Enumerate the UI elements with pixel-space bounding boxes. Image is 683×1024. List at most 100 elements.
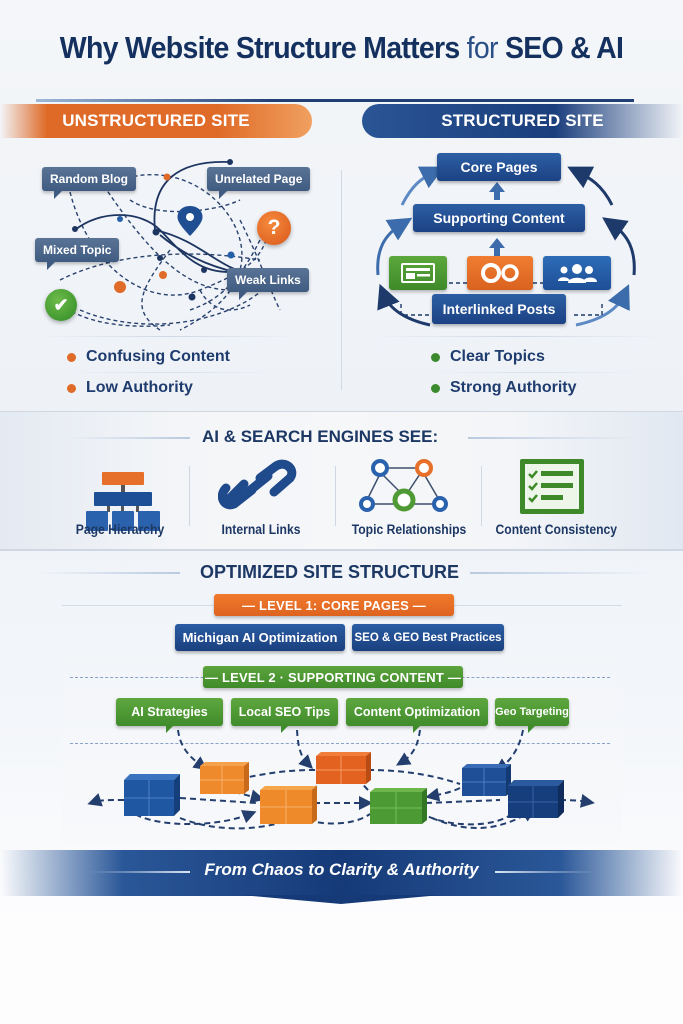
title-main: Why Website Structure Matters	[59, 30, 460, 65]
feature-label-content-consistency: Content Consistency	[495, 522, 618, 537]
core-page-michigan-ai-optimization: Michigan AI Optimization	[175, 624, 345, 651]
title-rule-left	[65, 437, 190, 439]
title-rule-right	[468, 437, 638, 439]
bullet-item: Clear Topics	[431, 342, 641, 372]
dashed-link	[425, 799, 501, 804]
unstructured-bullets: Confusing Content Low Authority	[67, 342, 277, 403]
ai-section-title: AI & SEARCH ENGINES SEE:	[202, 427, 439, 446]
title-topic: SEO & AI	[504, 30, 624, 65]
feature-divider	[335, 466, 336, 526]
check-icon: ✔	[45, 289, 77, 321]
tile-chat	[467, 256, 533, 290]
dashed-link	[179, 797, 257, 804]
bullet-item: Low Authority	[67, 373, 277, 403]
node-dot	[152, 228, 160, 236]
cycle-arrow	[376, 217, 413, 276]
feature-label-internal-links: Internal Links	[221, 522, 301, 537]
cycle-arrow	[575, 284, 630, 327]
dashed-link	[141, 249, 171, 331]
level-2-badge: — LEVEL 2 · SUPPORTING CONTENT —	[203, 666, 463, 688]
node-dot	[163, 173, 171, 181]
core-page-seo-geo-best-practices: SEO & GEO Best Practices	[352, 624, 504, 651]
node-dot	[227, 251, 235, 259]
dashed-link	[400, 304, 432, 316]
page-title: Why Website Structure Matters for SEO & …	[27, 30, 655, 66]
structured-cycle-arrows	[376, 166, 636, 327]
solid-link	[153, 161, 231, 231]
dashed-link	[129, 199, 241, 213]
cube-blue-upper-right	[462, 764, 511, 796]
dashed-link	[127, 807, 257, 826]
bullet-text: Clear Topics	[450, 348, 545, 365]
node-dot	[72, 226, 78, 232]
dashed-link	[87, 793, 125, 807]
supporting-content-box: Supporting Content	[413, 204, 585, 232]
cycle-arrow	[567, 166, 614, 206]
bullet-dot	[431, 383, 440, 393]
title-rule-left	[40, 572, 180, 574]
chat-bubbles-icon	[481, 263, 519, 283]
dashed-link	[494, 729, 524, 772]
tangled-links-diagram	[54, 159, 281, 331]
divider	[431, 372, 641, 373]
dashed-link	[574, 304, 603, 316]
core-pages-box: Core Pages	[437, 153, 561, 181]
dashed-link	[189, 239, 261, 311]
content-cube-network	[87, 729, 595, 830]
conclusion-banner	[0, 850, 683, 896]
up-arrow	[489, 238, 505, 256]
question-icon: ?	[257, 211, 291, 245]
level-1-badge: — LEVEL 1: CORE PAGES —	[214, 594, 454, 616]
tag-mixed-topic: Mixed Topic	[35, 238, 120, 270]
feature-divider	[481, 466, 482, 526]
bullet-text: Confusing Content	[86, 348, 230, 365]
tag-unrelated-page: Unrelated Page	[207, 167, 311, 199]
tile-users	[543, 256, 611, 290]
panel-divider	[341, 170, 342, 390]
node-dot	[117, 216, 123, 222]
map-pin-icon	[177, 206, 203, 236]
dashed-link	[59, 253, 261, 281]
title-for: for	[466, 30, 499, 65]
node-dot	[157, 255, 163, 261]
feature-divider	[189, 466, 190, 526]
unstructured-site-header: UNSTRUCTURED SITE	[0, 104, 312, 138]
bullet-item: Confusing Content	[67, 342, 277, 372]
dashed-link	[289, 811, 371, 825]
cube-orange-center	[260, 786, 317, 824]
dashed-link	[199, 289, 251, 311]
dashed-link	[425, 787, 461, 802]
banner-text: From Chaos to Clarity & Authority	[204, 860, 479, 879]
article-icon	[401, 263, 435, 283]
banner-rule-left	[90, 871, 190, 873]
dashed-link	[559, 793, 595, 808]
feature-label-page-hierarchy: Page Hierarchy	[75, 522, 165, 537]
dashed-link	[367, 769, 461, 785]
node-dot	[227, 159, 233, 165]
cube-orange-upper-left	[200, 762, 249, 794]
dashed-link	[79, 269, 281, 325]
chain-link-icon	[218, 459, 297, 510]
supporting-local-seo-tips: Local SEO Tips	[231, 698, 338, 733]
title-underline	[36, 99, 634, 102]
divider	[372, 336, 662, 337]
bullet-dot	[67, 352, 76, 362]
bullet-dot	[67, 383, 76, 393]
section-border	[0, 411, 683, 412]
dashed-link	[179, 815, 299, 830]
solid-link	[74, 214, 246, 273]
divider	[67, 372, 277, 373]
supporting-ai-strategies: AI Strategies	[116, 698, 223, 733]
checklist-icon	[520, 459, 584, 514]
dashed-link	[395, 729, 421, 766]
users-icon	[558, 264, 597, 283]
structured-bullets: Clear Topics Strong Authority	[431, 342, 641, 403]
cycle-arrow	[377, 283, 431, 327]
node-dot	[201, 267, 207, 273]
tag-weak-links: Weak Links	[227, 268, 309, 300]
cube-navy-right	[508, 780, 564, 818]
bullet-item: Strong Authority	[431, 373, 641, 403]
node-dot	[159, 271, 167, 279]
title-rule-right	[470, 572, 650, 574]
cube-blue-left	[124, 774, 180, 816]
